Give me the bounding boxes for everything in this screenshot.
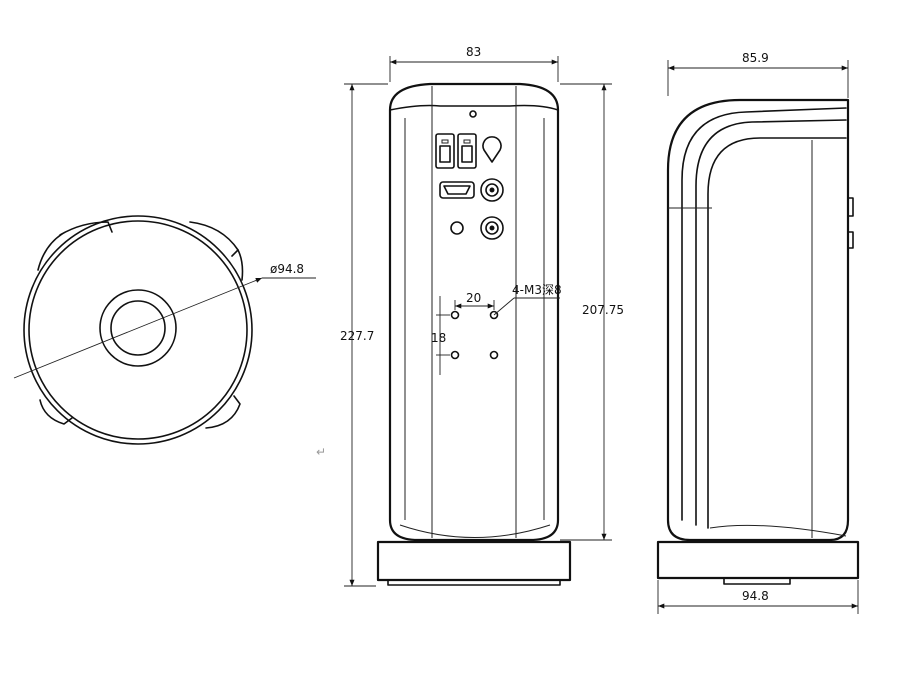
hole-spacing-h-label: 20	[466, 291, 481, 305]
mount-hole	[450, 350, 460, 360]
return-glyph: ↵	[316, 445, 326, 459]
mount-hole	[450, 310, 460, 320]
top-view: ø94.8	[13, 215, 316, 445]
side-base	[656, 540, 860, 580]
diameter-leader	[13, 277, 263, 379]
front-height-total-label: 227.7	[340, 329, 374, 343]
side-body-outline	[666, 98, 850, 542]
front-body-outline	[388, 82, 560, 542]
front-base	[376, 540, 572, 582]
usb-port-right	[457, 133, 477, 169]
reset-button-icon	[482, 136, 502, 163]
top-view-lens-outer	[99, 289, 177, 367]
mount-hole	[489, 350, 499, 360]
front-height-body-label: 207.75	[582, 303, 624, 317]
hole-spacing-v-label: 18	[431, 331, 446, 345]
rf-connector-upper	[480, 178, 504, 202]
usb-port-left	[435, 133, 455, 169]
indicator-dot	[469, 110, 477, 118]
button-circle	[450, 221, 464, 235]
mount-hole	[489, 310, 499, 320]
side-view: 85.9 94.8	[656, 51, 860, 614]
hdmi-port	[439, 181, 475, 199]
side-width-label: 85.9	[742, 51, 769, 65]
front-view: 20 18 4-M3深8 83 227.7 207.75	[340, 45, 624, 587]
front-width-label: 83	[466, 45, 481, 59]
rf-connector-lower	[480, 216, 504, 240]
top-view-lens-inner	[110, 300, 166, 356]
top-view-outer-ring	[23, 215, 253, 445]
base-width-label: 94.8	[742, 589, 769, 603]
hole-spec-label: 4-M3深8	[512, 283, 562, 297]
top-diameter-label: ø94.8	[270, 262, 304, 276]
top-view-face	[28, 220, 248, 440]
